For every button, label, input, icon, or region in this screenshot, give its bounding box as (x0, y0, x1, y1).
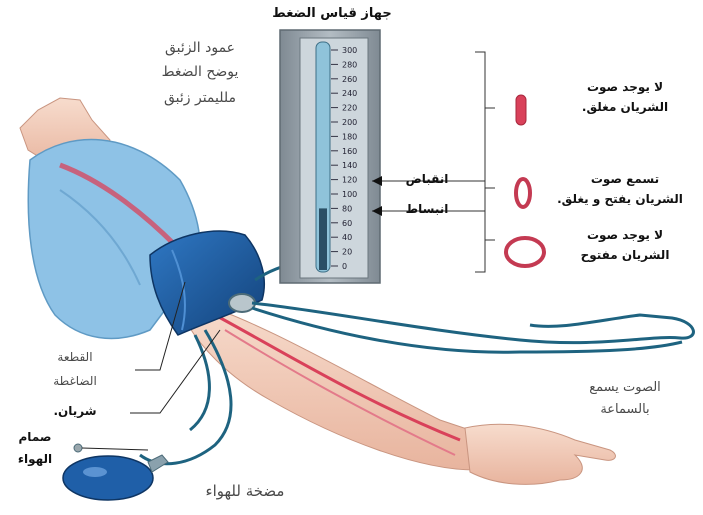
scale-tick-label: 160 (342, 147, 357, 156)
scale-tick-label: 300 (342, 46, 357, 55)
state-closed-line-2: الشريان مغلق. (550, 100, 700, 114)
state-bracket (475, 52, 495, 272)
pressure-cuff (150, 231, 264, 335)
valve-label-line-2: الهواء (0, 452, 70, 466)
systolic-label: انقباض (392, 172, 462, 186)
stethoscope-tube-2 (252, 308, 682, 352)
artery-closed-icon (516, 95, 526, 125)
scale-tick-label: 180 (342, 132, 357, 141)
scale-tick-label: 280 (342, 60, 357, 69)
state-partial-line-2: الشريان يفتح و يغلق. (540, 192, 700, 206)
state-closed-line-1: لا يوجد صوت (550, 80, 700, 94)
gauge-title: جهاز قياس الضغط (262, 6, 402, 21)
scale-tick-label: 240 (342, 89, 357, 98)
valve-label-line-1: صمام (0, 430, 70, 444)
scale-tick-label: 220 (342, 104, 357, 113)
pump-label: مضخة للهواء (160, 482, 330, 500)
scale-tick-label: 80 (342, 204, 352, 213)
scale-tick-label: 200 (342, 118, 357, 127)
open-hand (465, 424, 615, 484)
mercury-column-fill (319, 208, 327, 270)
mercury-desc-line-2: يوضح الضغط (140, 64, 260, 80)
stethoscope-chestpiece (229, 294, 255, 312)
pump-valve-body (148, 455, 168, 472)
scale-tick-label: 0 (342, 262, 347, 271)
cuff-label-line-1: القطعة (20, 350, 130, 364)
scale-tick-label: 100 (342, 190, 357, 199)
cuff-label-line-2: الضاغطة (20, 374, 130, 388)
stethoscope-label-line-2: بالسماعة (555, 402, 695, 417)
scale-tick-label: 60 (342, 219, 352, 228)
valve-pointer-line (82, 448, 148, 450)
artery-open-icon (506, 238, 544, 266)
mercury-desc-line-3: ملليمتر زئبق (140, 90, 260, 106)
scale-tick-label: 260 (342, 75, 357, 84)
pump-tube (140, 330, 231, 464)
diastolic-label: انبساط (392, 202, 462, 216)
scale-tick-label: 40 (342, 233, 352, 242)
state-open-line-1: لا يوجد صوت (550, 228, 700, 242)
state-open-line-2: الشريان مفتوح (550, 248, 700, 262)
scale-tick-label: 20 (342, 248, 352, 257)
scale-tick-label: 140 (342, 161, 357, 170)
scale-tick-label: 120 (342, 176, 357, 185)
state-partial-line-1: تسمع صوت (550, 172, 700, 186)
mercury-desc-line-1: عمود الزئبق (140, 40, 260, 56)
air-pump-highlight (83, 467, 107, 477)
air-pump-bulb (63, 456, 153, 500)
air-valve-knob (74, 444, 82, 452)
artery-label: شريان. (20, 404, 130, 418)
artery-partial-icon (516, 179, 530, 207)
stethoscope-tube (252, 303, 693, 343)
stethoscope-label-line-1: الصوت يسمع (555, 380, 695, 395)
gauge-face (300, 38, 368, 278)
